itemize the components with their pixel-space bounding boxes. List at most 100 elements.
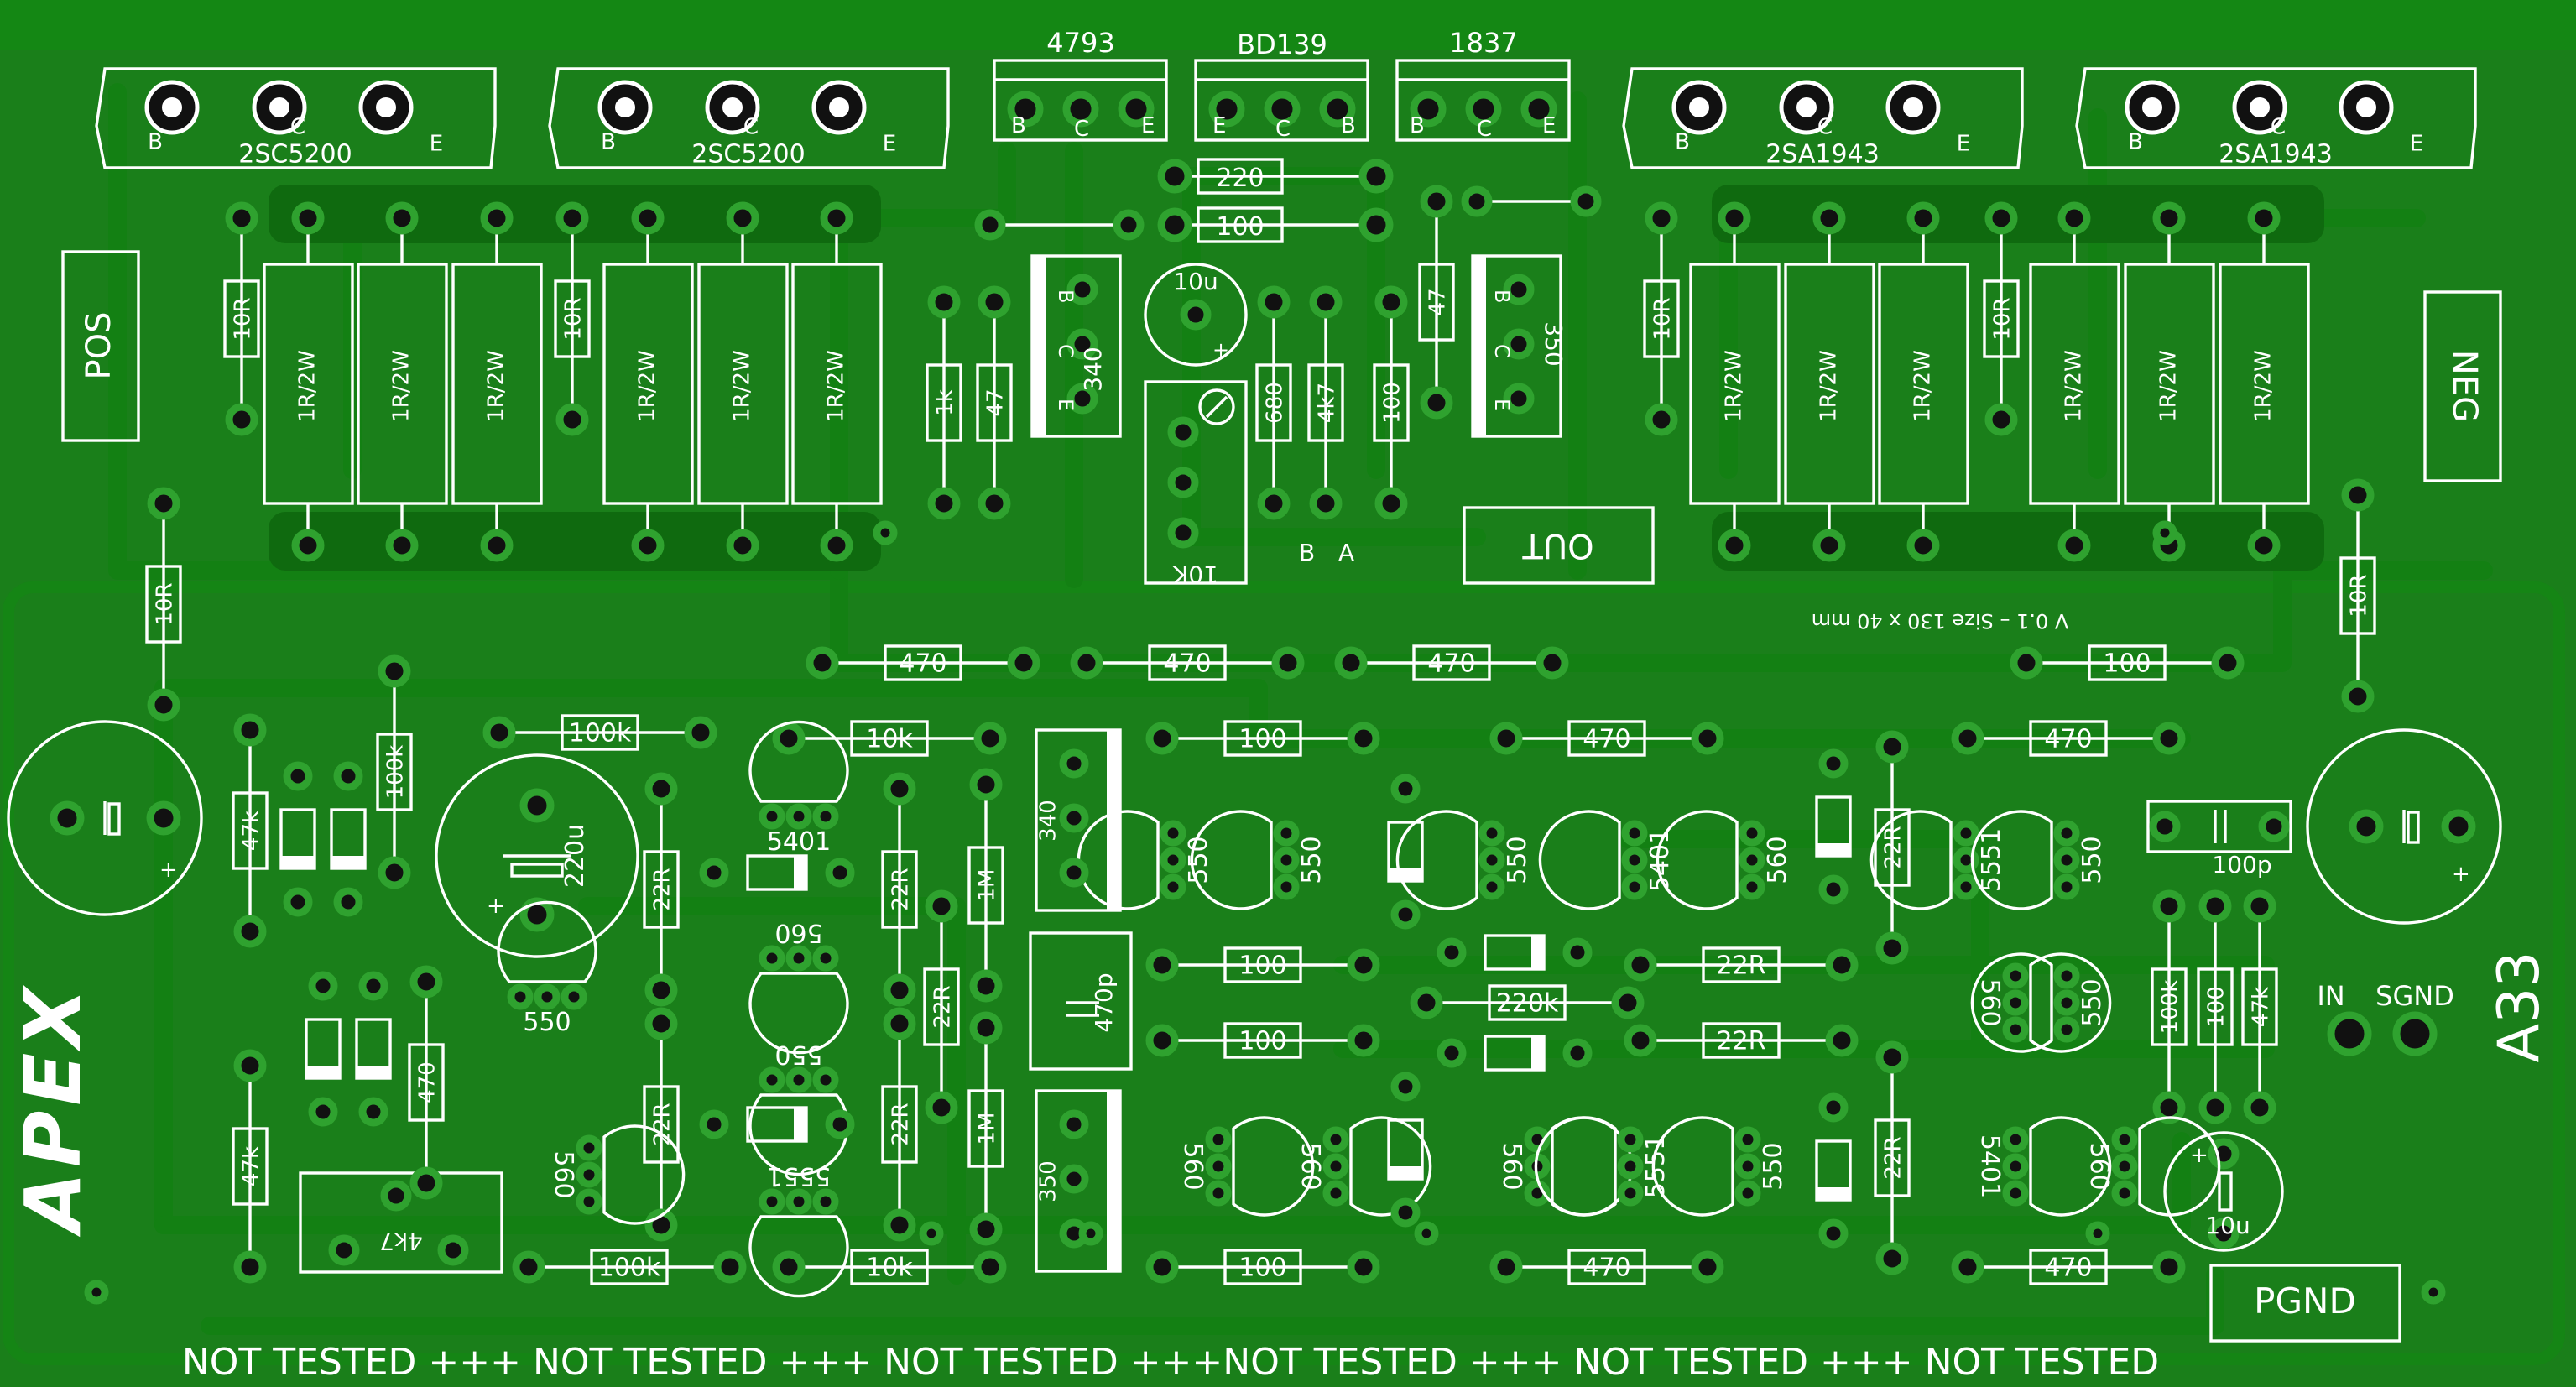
- solder-pad: [2057, 529, 2091, 562]
- solder-pad: [1374, 487, 1408, 520]
- transistor-label: 5401: [1975, 1134, 2005, 1198]
- solder-pad: [1624, 948, 1657, 982]
- diode-body: [355, 1018, 392, 1080]
- diode: [355, 971, 392, 1127]
- resistor: 47k: [232, 713, 269, 948]
- solder-pad: [2057, 201, 2091, 235]
- resistor: 47k: [2241, 889, 2278, 1124]
- resistor: 47: [976, 285, 1013, 520]
- transistor-outline: [1970, 952, 2053, 1053]
- solder-pad: [1718, 529, 1751, 562]
- solder-pad: [919, 1221, 944, 1246]
- component-label: 22R: [1716, 1027, 1765, 1056]
- solder-pad: [482, 716, 516, 749]
- diode: [699, 1106, 855, 1143]
- resistor: 22R: [1624, 1022, 1859, 1059]
- terminal-label: NEG: [2445, 350, 2484, 422]
- solder-pad: [1347, 722, 1380, 755]
- capacitor-10u-top: 10u +: [1144, 263, 1248, 367]
- solder-pad: [1617, 1126, 1644, 1153]
- solder-pad: [1160, 847, 1186, 873]
- solder-pad: [147, 487, 180, 520]
- solder-pad: [1825, 948, 1859, 982]
- solder-pad: [233, 713, 267, 747]
- component-label: 1R/2W: [2062, 350, 2087, 422]
- diode: [1387, 774, 1424, 930]
- resistor: 470: [1334, 644, 1569, 681]
- solder-pad: [385, 529, 419, 562]
- resistor-body: [1983, 279, 2020, 358]
- polarity-mark: +: [1212, 338, 1229, 362]
- resistor-body: [1567, 1249, 1646, 1285]
- component-label: 22R: [1881, 1136, 1906, 1179]
- component-label: 100k: [2158, 980, 2183, 1035]
- diode-band: [306, 1066, 340, 1077]
- resistor: 10R: [223, 201, 260, 436]
- trimmer-4k7: 4k7: [299, 1171, 503, 1274]
- pin-label: C: [1275, 117, 1291, 142]
- component-label: 1k: [933, 389, 958, 416]
- terminal-label: IN: [2317, 980, 2344, 1012]
- footer-warning: NOT TESTED +++ NOT TESTED +++ NOT TESTED…: [182, 1341, 2159, 1384]
- resistor-body: [1567, 720, 1646, 757]
- resistor-label: 100: [1216, 212, 1264, 242]
- version-note: V 0.1 – Size 130 x 40 mm: [1812, 609, 2069, 633]
- transistor-label: 5551: [1977, 828, 2006, 892]
- pin-label: E: [1141, 113, 1155, 138]
- component-label: 100: [2204, 986, 2229, 1028]
- solder-pad: [785, 1188, 812, 1215]
- solder-pad: [576, 1161, 602, 1188]
- terminal-sgnd[interactable]: SGND: [2375, 980, 2454, 1056]
- solder-pad: [1951, 722, 1984, 755]
- resistor: 22R: [881, 772, 918, 1007]
- resistor-body: [1418, 263, 1455, 342]
- terminal-in[interactable]: IN: [2317, 980, 2372, 1056]
- capacitor-label: 220u: [561, 824, 590, 888]
- resistor: 470: [1489, 1249, 1724, 1285]
- terminal-neg[interactable]: NEG: [2423, 290, 2502, 482]
- small-transistor: 550: [1651, 1116, 1788, 1217]
- component-label: E: [883, 132, 896, 157]
- solder-pad: [969, 969, 1003, 1003]
- solder-pad: [1420, 386, 1453, 420]
- solder-pad: [1437, 1038, 1467, 1068]
- terminal-pgnd[interactable]: PGND: [2209, 1264, 2401, 1343]
- capacitor-label: 10u: [1173, 268, 1218, 295]
- terminal-out[interactable]: OUT: [1463, 506, 1655, 585]
- solder-pad: [631, 201, 665, 235]
- resistor-body: [2339, 556, 2376, 635]
- resistor: 10R: [1983, 201, 2020, 436]
- solder-pad: [1257, 285, 1291, 319]
- solder-pad: [2152, 520, 2177, 545]
- component-label: E: [2410, 132, 2423, 157]
- component-label: 2SC5200: [238, 140, 352, 169]
- small-transistor: 550: [1395, 810, 1532, 910]
- resistor: 22R: [881, 1007, 918, 1242]
- solder-pad: [561, 983, 587, 1010]
- resistor: 10R: [1643, 201, 1680, 436]
- component-label: 22R: [650, 868, 675, 910]
- solder-pad: [1322, 1153, 1349, 1180]
- diode-body: [1387, 1118, 1424, 1181]
- resistor: 470: [1070, 644, 1305, 681]
- capacitor-220u: + 220u: [435, 753, 639, 958]
- resistor: 10R: [2339, 478, 2376, 713]
- small-transistor: 560: [1296, 1116, 1432, 1217]
- transistor-outline: [748, 720, 849, 803]
- solder-pad: [333, 761, 363, 791]
- solder-pad: [1437, 937, 1467, 967]
- solder-pad: [233, 1049, 267, 1082]
- driver-part-label: BD139: [1237, 29, 1327, 60]
- capacitor-label: 10u: [2205, 1212, 2250, 1239]
- resistor: 100: [2010, 644, 2245, 681]
- solder-pad: [1271, 646, 1305, 680]
- terminal-pos[interactable]: POS: [61, 250, 140, 442]
- solder-pad: [1322, 1126, 1349, 1153]
- solder-pad: [1059, 748, 1089, 779]
- diode-band: [794, 1108, 806, 1141]
- solder-pad: [1691, 722, 1724, 755]
- diode-band: [357, 1066, 390, 1077]
- solder-pad: [1875, 931, 1909, 965]
- resistor: 22R: [1874, 1040, 1911, 1275]
- solder-pad: [1145, 1250, 1179, 1284]
